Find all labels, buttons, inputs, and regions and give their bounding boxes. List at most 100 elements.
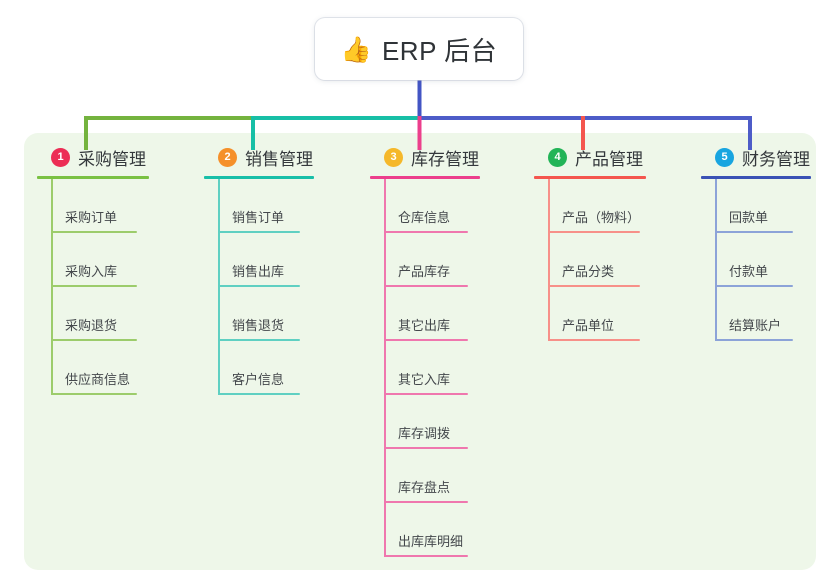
leaf-list: 回款单付款单结算账户 — [701, 179, 811, 341]
leaf-item[interactable]: 出库库明细 — [370, 503, 480, 557]
leaf-label: 回款单 — [729, 210, 769, 225]
branch-column-4: 4 产品管理产品（物料） 产品分类产品单位 — [534, 144, 646, 341]
leaf-label: 出库库明细 — [398, 534, 464, 549]
leaf-label: 采购订单 — [65, 210, 118, 225]
leaf-underline — [218, 285, 300, 287]
column-title: 采购管理 — [78, 149, 146, 169]
leaf-list: 产品（物料） 产品分类产品单位 — [534, 179, 646, 341]
root-title: ERP 后台 — [381, 35, 498, 66]
leaf-underline — [548, 339, 640, 341]
root-node[interactable]: 👍 ERP 后台 — [315, 18, 523, 80]
leaf-underline — [384, 393, 468, 395]
column-header-3[interactable]: 3 库存管理 — [370, 144, 480, 170]
leaf-underline — [384, 447, 468, 449]
leaf-underline — [218, 393, 300, 395]
leaf-label: 产品单位 — [562, 318, 615, 333]
column-header-2[interactable]: 2 销售管理 — [204, 144, 314, 170]
column-underline — [370, 176, 480, 179]
column-underline — [701, 176, 811, 179]
leaf-spine — [548, 179, 550, 341]
column-underline — [534, 176, 646, 179]
leaf-underline — [384, 555, 468, 557]
leaf-item[interactable]: 库存调拨 — [370, 395, 480, 449]
leaf-spine — [715, 179, 717, 341]
leaf-item[interactable]: 采购退货 — [37, 287, 149, 341]
leaf-item[interactable]: 回款单 — [701, 179, 811, 233]
leaf-item[interactable]: 产品分类 — [534, 233, 646, 287]
column-header-4[interactable]: 4 产品管理 — [534, 144, 646, 170]
leaf-list: 仓库信息产品库存其它出库其它入库库存调拨库存盘点出库库明细 — [370, 179, 480, 557]
leaf-label: 产品分类 — [562, 264, 615, 279]
column-index-badge: 2 — [218, 147, 237, 167]
leaf-label: 客户信息 — [232, 372, 285, 387]
diagram-background-panel — [24, 133, 816, 570]
column-title: 库存管理 — [411, 149, 479, 169]
column-index-badge: 5 — [715, 147, 734, 167]
leaf-underline — [384, 339, 468, 341]
leaf-spine — [384, 179, 386, 557]
leaf-item[interactable]: 产品（物料） — [534, 179, 646, 233]
leaf-label: 库存盘点 — [398, 480, 451, 495]
column-index-badge: 1 — [51, 147, 70, 167]
leaf-item[interactable]: 客户信息 — [204, 341, 314, 395]
leaf-label: 销售退货 — [232, 318, 285, 333]
thumbs-up-icon: 👍 — [340, 35, 372, 64]
leaf-item[interactable]: 其它入库 — [370, 341, 480, 395]
leaf-label: 销售订单 — [232, 210, 285, 225]
leaf-label: 产品（物料） — [562, 210, 641, 225]
leaf-label: 结算账户 — [729, 318, 782, 333]
leaf-item[interactable]: 结算账户 — [701, 287, 811, 341]
leaf-item[interactable]: 采购订单 — [37, 179, 149, 233]
leaf-underline — [51, 393, 137, 395]
column-title: 产品管理 — [575, 149, 643, 169]
branch-column-5: 5 财务管理回款单付款单结算账户 — [701, 144, 811, 341]
leaf-spine — [51, 179, 53, 395]
leaf-item[interactable]: 其它出库 — [370, 287, 480, 341]
leaf-label: 采购入库 — [65, 264, 118, 279]
leaf-underline — [715, 231, 793, 233]
column-underline — [37, 176, 149, 179]
leaf-underline — [384, 285, 468, 287]
column-underline — [204, 176, 314, 179]
leaf-item[interactable]: 供应商信息 — [37, 341, 149, 395]
leaf-label: 其它入库 — [398, 372, 451, 387]
leaf-underline — [51, 339, 137, 341]
leaf-underline — [715, 339, 793, 341]
branch-column-3: 3 库存管理仓库信息产品库存其它出库其它入库库存调拨库存盘点出库库明细 — [370, 144, 480, 557]
leaf-item[interactable]: 采购入库 — [37, 233, 149, 287]
leaf-label: 供应商信息 — [65, 372, 131, 387]
leaf-underline — [715, 285, 793, 287]
leaf-underline — [218, 339, 300, 341]
leaf-item[interactable]: 库存盘点 — [370, 449, 480, 503]
column-index-badge: 4 — [548, 147, 567, 167]
leaf-item[interactable]: 销售退货 — [204, 287, 314, 341]
column-title: 财务管理 — [742, 149, 810, 169]
leaf-item[interactable]: 付款单 — [701, 233, 811, 287]
leaf-item[interactable]: 销售订单 — [204, 179, 314, 233]
leaf-item[interactable]: 仓库信息 — [370, 179, 480, 233]
branch-column-1: 1 采购管理采购订单采购入库采购退货供应商信息 — [37, 144, 149, 395]
column-title: 销售管理 — [245, 149, 313, 169]
leaf-label: 销售出库 — [232, 264, 285, 279]
leaf-underline — [384, 501, 468, 503]
leaf-label: 仓库信息 — [398, 210, 451, 225]
leaf-underline — [548, 285, 640, 287]
branch-column-2: 2 销售管理销售订单销售出库销售退货客户信息 — [204, 144, 314, 395]
column-header-1[interactable]: 1 采购管理 — [37, 144, 149, 170]
column-header-5[interactable]: 5 财务管理 — [701, 144, 811, 170]
leaf-underline — [218, 231, 300, 233]
leaf-label: 产品库存 — [398, 264, 451, 279]
leaf-label: 付款单 — [729, 264, 769, 279]
leaf-underline — [548, 231, 640, 233]
column-index-badge: 3 — [384, 147, 403, 167]
leaf-spine — [218, 179, 220, 395]
leaf-label: 采购退货 — [65, 318, 118, 333]
leaf-item[interactable]: 销售出库 — [204, 233, 314, 287]
leaf-underline — [384, 231, 468, 233]
leaf-item[interactable]: 产品单位 — [534, 287, 646, 341]
leaf-underline — [51, 285, 137, 287]
leaf-label: 其它出库 — [398, 318, 451, 333]
leaf-underline — [51, 231, 137, 233]
leaf-item[interactable]: 产品库存 — [370, 233, 480, 287]
